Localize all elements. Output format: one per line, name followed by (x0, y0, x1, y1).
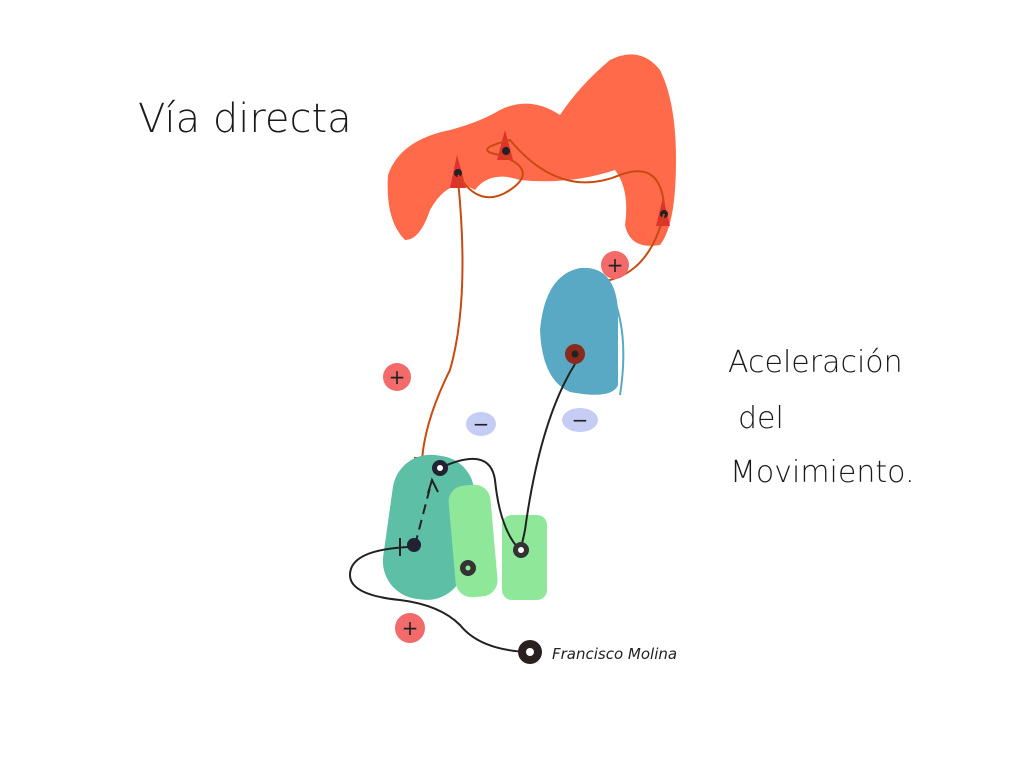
svg-text:+: + (389, 365, 406, 389)
thalamus (540, 267, 618, 395)
cortex (387, 54, 676, 246)
plus-badge: + (395, 613, 425, 643)
gpi-neuron (513, 542, 529, 558)
striatal-neuron (432, 460, 448, 476)
svg-text:+: + (607, 253, 624, 277)
dopaminergic-neuron (518, 640, 542, 664)
plus-badge: + (601, 251, 629, 279)
striatal-neuron (407, 538, 421, 552)
svg-text:+: + (402, 616, 419, 640)
gpe-neuron (460, 560, 476, 576)
minus-badge: − (466, 412, 496, 436)
thalamic-neuron (565, 344, 585, 364)
side-label-line1: Aceleración (728, 345, 903, 380)
svg-text:−: − (473, 412, 490, 436)
gpi-internal (502, 515, 547, 600)
side-label-line2: del (738, 401, 784, 436)
signature: Francisco Molina (552, 645, 677, 663)
cortico-striatal-axon (421, 179, 464, 461)
side-label-line3: Movimiento. (730, 455, 914, 490)
title: Vía directa (138, 96, 352, 142)
cortical-neuron (497, 130, 513, 160)
minus-badge: − (562, 408, 598, 432)
svg-text:−: − (572, 408, 589, 432)
striatum (382, 454, 475, 600)
plus-badge: + (383, 363, 411, 391)
